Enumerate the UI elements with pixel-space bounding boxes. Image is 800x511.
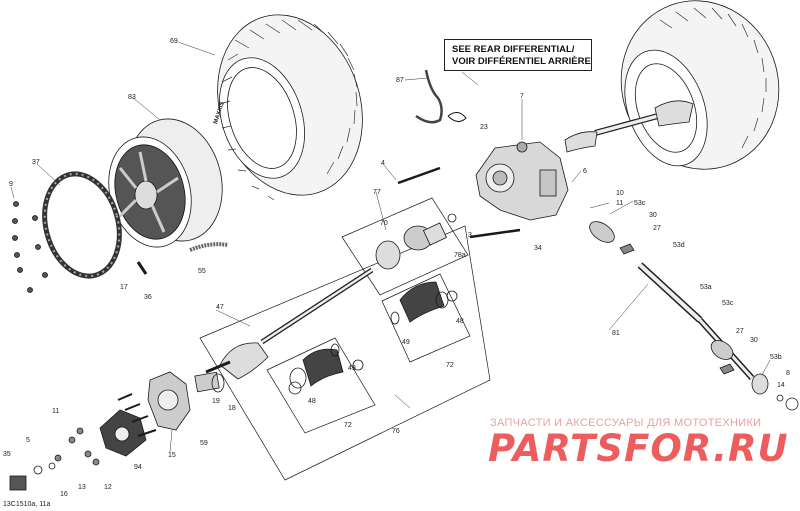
callout-12: 12: [104, 484, 112, 491]
callout-30-lower: 30: [750, 337, 758, 344]
wheel-knuckle: [147, 371, 191, 431]
rear-right-axle: [564, 100, 694, 153]
hose-clamp: [447, 112, 467, 122]
callout-18: 18: [228, 405, 236, 412]
hub-cap: [9, 462, 56, 491]
callout-59: 59: [200, 440, 208, 447]
callout-19: 19: [212, 398, 220, 405]
note-line-1: SEE REAR DIFFERENTIAL/: [452, 44, 575, 55]
callout-36: 36: [144, 294, 152, 301]
callout-16: 16: [60, 491, 68, 498]
box-72-upper: [381, 273, 471, 363]
valve-stem: [136, 261, 148, 275]
callout-53a: 53a: [700, 284, 712, 291]
cv-boot-upper: [390, 281, 449, 325]
lug-nuts: [54, 427, 100, 466]
wheel-hub: [99, 409, 147, 457]
callout-14: 14: [777, 382, 785, 389]
breather-hose: [415, 69, 443, 124]
callout-27-upper: 27: [653, 225, 661, 232]
callout-53d: 53d: [673, 242, 685, 249]
callout-11-bottom: 11: [52, 408, 60, 415]
callout-7: 7: [520, 93, 524, 100]
callout-4: 4: [381, 160, 385, 167]
note-line-2: VOIR DIFFÉRENTIEL ARRIÈRE: [452, 56, 591, 67]
watermark-logo: PARTSFOR.RU: [488, 427, 789, 470]
callout-47: 47: [216, 304, 224, 311]
bead-ring-bolts: [12, 201, 48, 293]
callout-94: 94: [134, 464, 142, 471]
callout-72-lower: 72: [344, 422, 352, 429]
callout-37: 37: [32, 159, 40, 166]
callout-48-upper: 48: [456, 318, 464, 325]
inner-drive-shaft: [260, 222, 448, 345]
callout-69: 69: [170, 38, 178, 45]
wheel-studs: [117, 393, 157, 437]
callout-49-upper: 49: [402, 339, 410, 346]
watermark-tagline: ЗАПЧАСТИ И АКСЕССУАРЫ ДЛЯ МОТОТЕХНИКИ: [490, 417, 762, 429]
right-tire: [620, 0, 780, 170]
box-72-lower: [266, 337, 376, 434]
callout-13: 13: [78, 484, 86, 491]
callout-3: 3: [468, 232, 472, 239]
bolt-3: [469, 228, 521, 239]
bolt-4: [397, 166, 441, 185]
callout-23: 23: [480, 124, 488, 131]
callout-76: 76: [392, 428, 400, 435]
callout-49-lower: 49: [348, 365, 356, 372]
left-tire: [217, 14, 363, 201]
callout-15: 15: [168, 452, 176, 459]
callout-34: 34: [534, 245, 542, 252]
callout-53c-lower: 53c: [722, 300, 734, 307]
left-rim: [108, 118, 223, 248]
rear-propshaft: [589, 221, 799, 411]
callout-78a: 78a: [454, 252, 466, 259]
reference-code: 13C1510a, 11a: [3, 501, 51, 508]
callout-35: 35: [3, 451, 11, 458]
callout-8: 8: [786, 370, 790, 377]
box-76: [199, 225, 491, 481]
callout-11-top: 11: [616, 200, 624, 207]
callout-10: 10: [616, 190, 624, 197]
callout-53c-upper: 53c: [634, 200, 646, 207]
rear-differential: [475, 141, 569, 221]
callout-5: 5: [26, 437, 30, 444]
cv-boot-lower: [289, 343, 344, 389]
beadlock-ring: [42, 171, 122, 279]
callout-6: 6: [583, 168, 587, 175]
callout-30-upper: 30: [649, 212, 657, 219]
callout-81: 81: [612, 330, 620, 337]
rear-differential-note: SEE REAR DIFFERENTIAL/ VOIR DIFFÉRENTIEL…: [444, 39, 592, 71]
outer-cv-joint: [194, 342, 269, 393]
callout-77: 77: [373, 189, 381, 196]
wheel-weight: [189, 242, 229, 252]
leader-lines: [10, 41, 771, 453]
box-77: [341, 197, 469, 296]
callout-27-lower: 27: [736, 328, 744, 335]
callout-53b: 53b: [770, 354, 782, 361]
callout-70: 70: [380, 220, 388, 227]
callout-72-upper: 72: [446, 362, 454, 369]
callout-83: 83: [128, 94, 136, 101]
callout-17: 17: [120, 284, 128, 291]
callout-48-lower: 48: [308, 398, 316, 405]
retaining-rings: [211, 213, 458, 395]
callout-87: 87: [396, 77, 404, 84]
callout-9: 9: [9, 181, 13, 188]
callout-55: 55: [198, 268, 206, 275]
